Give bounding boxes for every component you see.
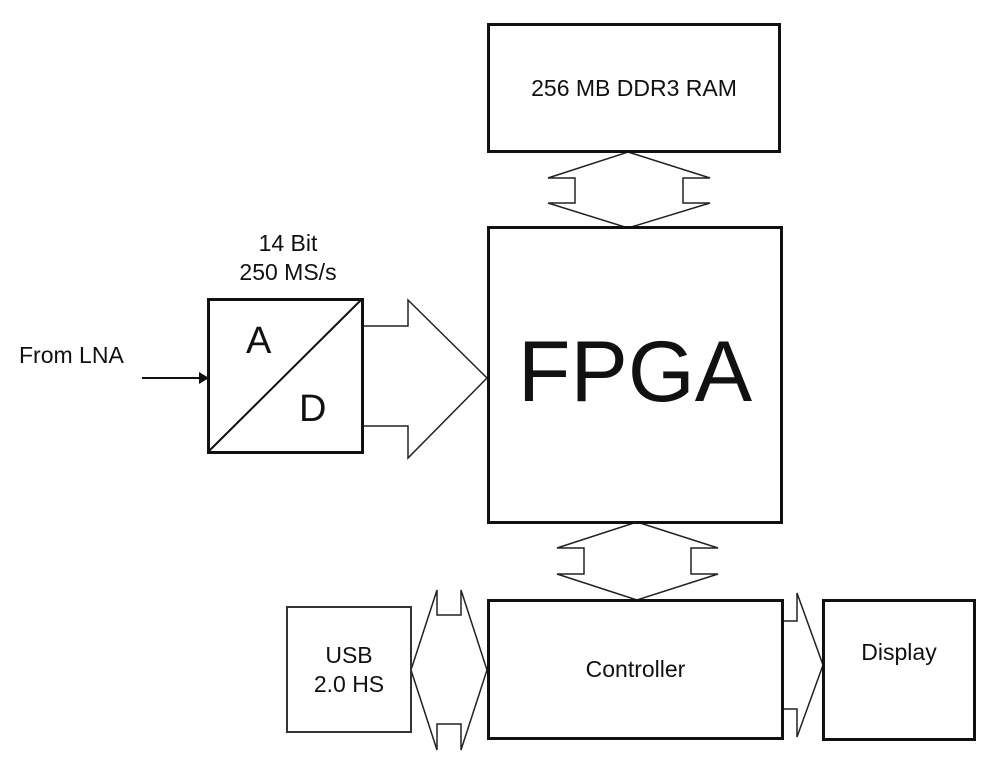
adc-block xyxy=(207,298,364,454)
display-label: Display xyxy=(861,639,937,665)
adc-spec: 14 Bit 250 MS/s xyxy=(212,229,364,287)
usb-controller-bus-arrow xyxy=(410,589,488,751)
adc-to-fpga-arrow xyxy=(361,298,489,460)
controller-block: Controller xyxy=(487,599,784,740)
ram-label: 256 MB DDR3 RAM xyxy=(531,74,737,101)
fpga-block: FPGA xyxy=(487,226,783,524)
ram-block: 256 MB DDR3 RAM xyxy=(487,23,781,153)
adc-label-d: D xyxy=(299,388,327,430)
controller-to-display-arrow xyxy=(782,592,824,738)
controller-label: Controller xyxy=(585,656,686,682)
input-arrow xyxy=(142,372,209,384)
fpga-controller-bus-arrow xyxy=(556,521,719,601)
adc-diagonal xyxy=(207,298,363,453)
ram-fpga-bus-arrow xyxy=(547,151,711,229)
fpga-label: FPGA xyxy=(517,323,753,420)
input-label: From LNA xyxy=(19,342,124,368)
adc-spec-bits: 14 Bit xyxy=(258,230,318,256)
adc-spec-rate: 250 MS/s xyxy=(239,259,337,285)
adc-label-a: A xyxy=(246,320,272,362)
display-block: Display xyxy=(822,599,976,741)
usb-block: USB 2.0 HS xyxy=(286,606,412,733)
usb-label-line2: 2.0 HS xyxy=(313,670,385,697)
usb-label-line1: USB xyxy=(325,641,373,668)
